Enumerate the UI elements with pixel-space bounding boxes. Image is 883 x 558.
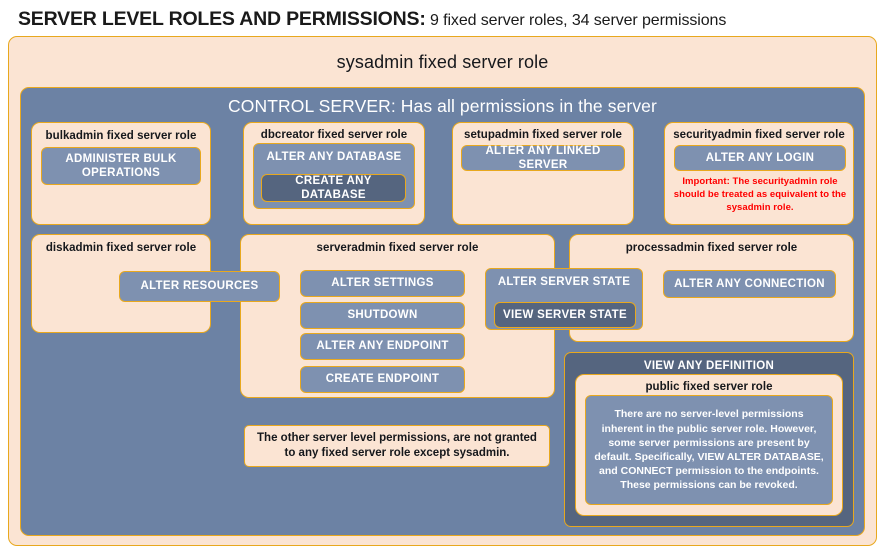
public-role-note: There are no server-level permissions in… xyxy=(585,395,833,505)
other-permissions-note: The other server level permissions, are … xyxy=(244,425,550,467)
permission-alter-resources: ALTER RESOURCES xyxy=(119,271,280,302)
role-title-securityadmin: securityadmin fixed server role xyxy=(673,129,845,141)
role-title-diskadmin: diskadmin fixed server role xyxy=(45,242,197,254)
permission-view-server-state: VIEW SERVER STATE xyxy=(494,302,636,328)
securityadmin-important-note: Important: The securityadmin role should… xyxy=(673,176,847,213)
page-title: SERVER LEVEL ROLES AND PERMISSIONS: 9 fi… xyxy=(18,8,868,34)
view-any-definition-label: VIEW ANY DEFINITION xyxy=(643,360,775,372)
role-title-dbcreator: dbcreator fixed server role xyxy=(260,129,408,141)
permission-alter-settings: ALTER SETTINGS xyxy=(300,270,465,297)
page-title-sub: 9 fixed server roles, 34 server permissi… xyxy=(425,12,727,29)
permission-administer-bulk-operations: ADMINISTER BULK OPERATIONS xyxy=(41,147,201,185)
permission-alter-any-database-label: ALTER ANY DATABASE xyxy=(266,151,402,163)
role-title-bulkadmin: bulkadmin fixed server role xyxy=(45,130,197,142)
role-card-securityadmin: securityadmin fixed server role xyxy=(664,122,854,225)
role-title-processadmin: processadmin fixed server role xyxy=(625,242,798,254)
permission-alter-server-state-label: ALTER SERVER STATE xyxy=(497,276,631,288)
role-card-setupadmin: setupadmin fixed server role xyxy=(452,122,634,225)
permission-create-any-database: CREATE ANY DATABASE xyxy=(261,174,406,202)
permission-alter-any-connection: ALTER ANY CONNECTION xyxy=(663,270,836,298)
role-title-setupadmin: setupadmin fixed server role xyxy=(464,129,622,141)
role-title-public: public fixed server role xyxy=(645,381,773,393)
sysadmin-role-label: sysadmin fixed server role xyxy=(336,52,549,72)
role-title-serveradmin: serveradmin fixed server role xyxy=(316,242,479,254)
permission-alter-any-login: ALTER ANY LOGIN xyxy=(674,145,846,171)
permission-create-endpoint: CREATE ENDPOINT xyxy=(300,366,465,393)
permission-alter-any-linked-server: ALTER ANY LINKED SERVER xyxy=(461,145,625,171)
page-title-main: SERVER LEVEL ROLES AND PERMISSIONS: xyxy=(18,8,426,30)
permission-shutdown: SHUTDOWN xyxy=(300,302,465,329)
control-server-label: CONTROL SERVER: Has all permissions in t… xyxy=(228,96,657,116)
permission-alter-any-endpoint: ALTER ANY ENDPOINT xyxy=(300,333,465,360)
